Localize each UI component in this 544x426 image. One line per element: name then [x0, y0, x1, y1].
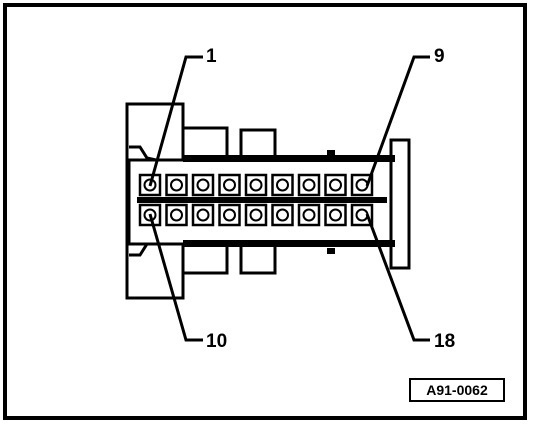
pin-contact [170, 208, 183, 222]
callout-9: 9 [434, 46, 445, 67]
leader-lines [148, 55, 430, 342]
pin-contact [302, 208, 316, 222]
pin-contact [276, 208, 289, 222]
leader-line-10 [148, 213, 203, 342]
pin-contact [223, 178, 236, 192]
callout-1: 1 [206, 46, 217, 67]
lower-clip [239, 241, 277, 275]
pin-contact [196, 208, 210, 222]
lower-rail [181, 241, 229, 275]
reference-code-box: A91-0062 [409, 378, 505, 402]
callout-18: 18 [434, 331, 456, 352]
upper-rail [181, 126, 229, 160]
callout-10: 10 [206, 331, 228, 352]
leader-line-1 [148, 55, 203, 187]
pin-contact [276, 178, 289, 192]
outer-frame [3, 3, 527, 420]
upper-pip [327, 150, 335, 156]
pin-contact [249, 208, 263, 222]
leader-line-18 [365, 213, 430, 342]
leader-line-9 [365, 55, 430, 187]
middle-web [137, 197, 387, 203]
lower-pip [327, 248, 335, 254]
pin-contact [329, 208, 342, 222]
pin-contact [249, 178, 263, 192]
pin-contact [223, 208, 236, 222]
pin-contact [196, 178, 210, 192]
right-end-cap [389, 138, 411, 270]
lower-bar [183, 240, 395, 247]
pin-contact [302, 178, 316, 192]
pin-contact [170, 178, 183, 192]
pin-cavities [138, 173, 374, 227]
upper-bar [183, 155, 395, 162]
pin-contact [329, 178, 342, 192]
reference-code: A91-0062 [426, 382, 488, 398]
